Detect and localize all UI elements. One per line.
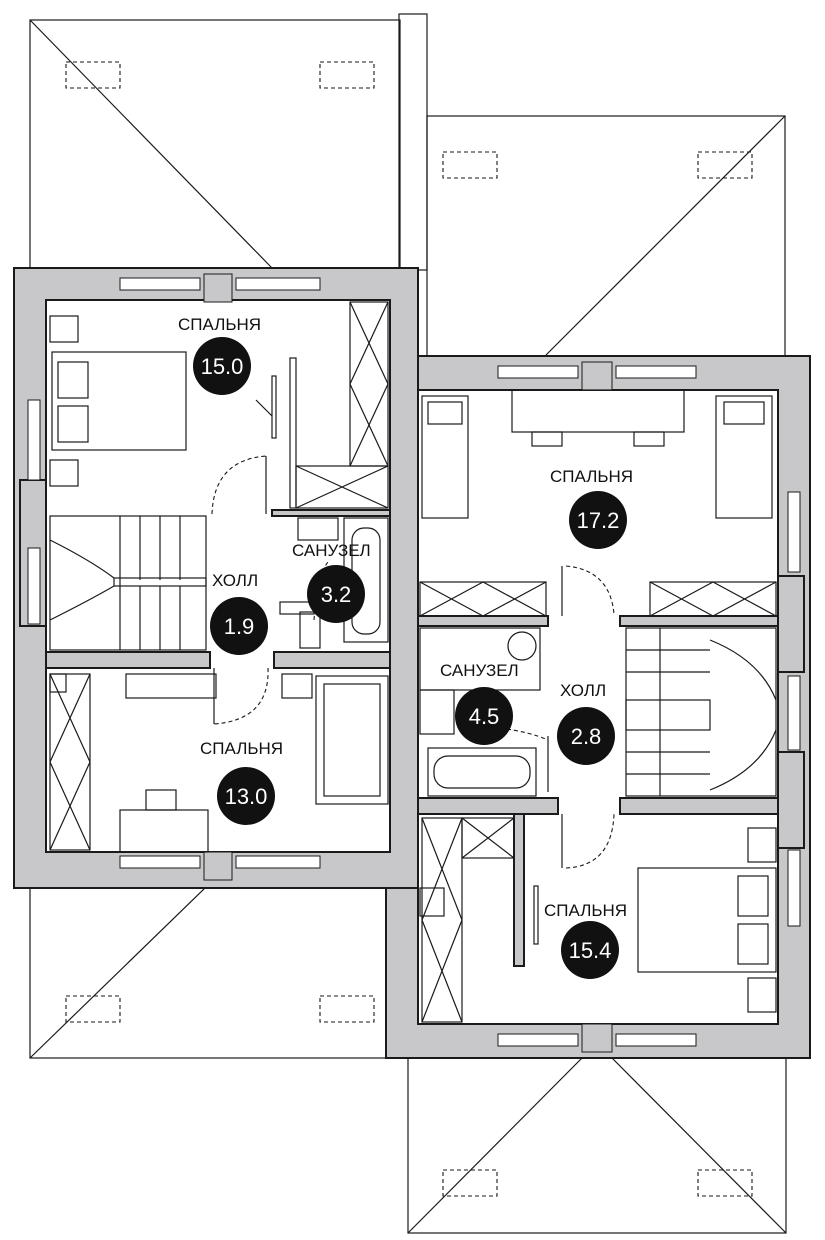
room-name: СПАЛЬНЯ (550, 467, 633, 486)
area-value: 2.8 (571, 724, 602, 749)
room-name: САНУЗЕЛ (440, 661, 519, 680)
area-value: 3.2 (321, 582, 352, 607)
roof-outlines (29, 13, 787, 1234)
room-name: СПАЛЬНЯ (200, 739, 283, 758)
walls (13, 267, 811, 1059)
room-bedroom-2: СПАЛЬНЯ 13.0 (200, 739, 283, 825)
area-badge (193, 337, 251, 395)
area-badge (217, 767, 275, 825)
room-bedroom-4: СПАЛЬНЯ 15.4 (544, 901, 627, 979)
room-name: ХОЛЛ (212, 571, 258, 590)
area-value: 1.9 (224, 614, 255, 639)
room-bedroom-1: СПАЛЬНЯ 15.0 (178, 315, 261, 395)
room-hall-1: ХОЛЛ 1.9 (210, 571, 268, 655)
windows (27, 273, 801, 1053)
area-badge (557, 707, 615, 765)
area-value: 17.2 (577, 508, 620, 533)
furniture-right (419, 389, 777, 1023)
room-bathroom-1: САНУЗЕЛ 3.2 (292, 541, 371, 623)
room-name: САНУЗЕЛ (292, 541, 371, 560)
area-value: 15.0 (201, 354, 244, 379)
area-badge (455, 687, 513, 745)
area-badge (307, 565, 365, 623)
room-labels: СПАЛЬНЯ 15.0 ХОЛЛ 1.9 САНУЗЕЛ 3.2 СПАЛЬН… (178, 315, 633, 979)
area-badge (210, 597, 268, 655)
area-badge (561, 921, 619, 979)
area-value: 4.5 (469, 704, 500, 729)
room-bedroom-3: СПАЛЬНЯ 17.2 (550, 467, 633, 549)
room-hall-2: ХОЛЛ 2.8 (557, 681, 615, 765)
room-name: ХОЛЛ (560, 681, 606, 700)
room-name: СПАЛЬНЯ (544, 901, 627, 920)
room-bathroom-2: САНУЗЕЛ 4.5 (440, 661, 519, 745)
area-badge (569, 491, 627, 549)
area-value: 13.0 (225, 784, 268, 809)
room-name: СПАЛЬНЯ (178, 315, 261, 334)
area-value: 15.4 (569, 938, 612, 963)
furniture-left (49, 301, 389, 853)
